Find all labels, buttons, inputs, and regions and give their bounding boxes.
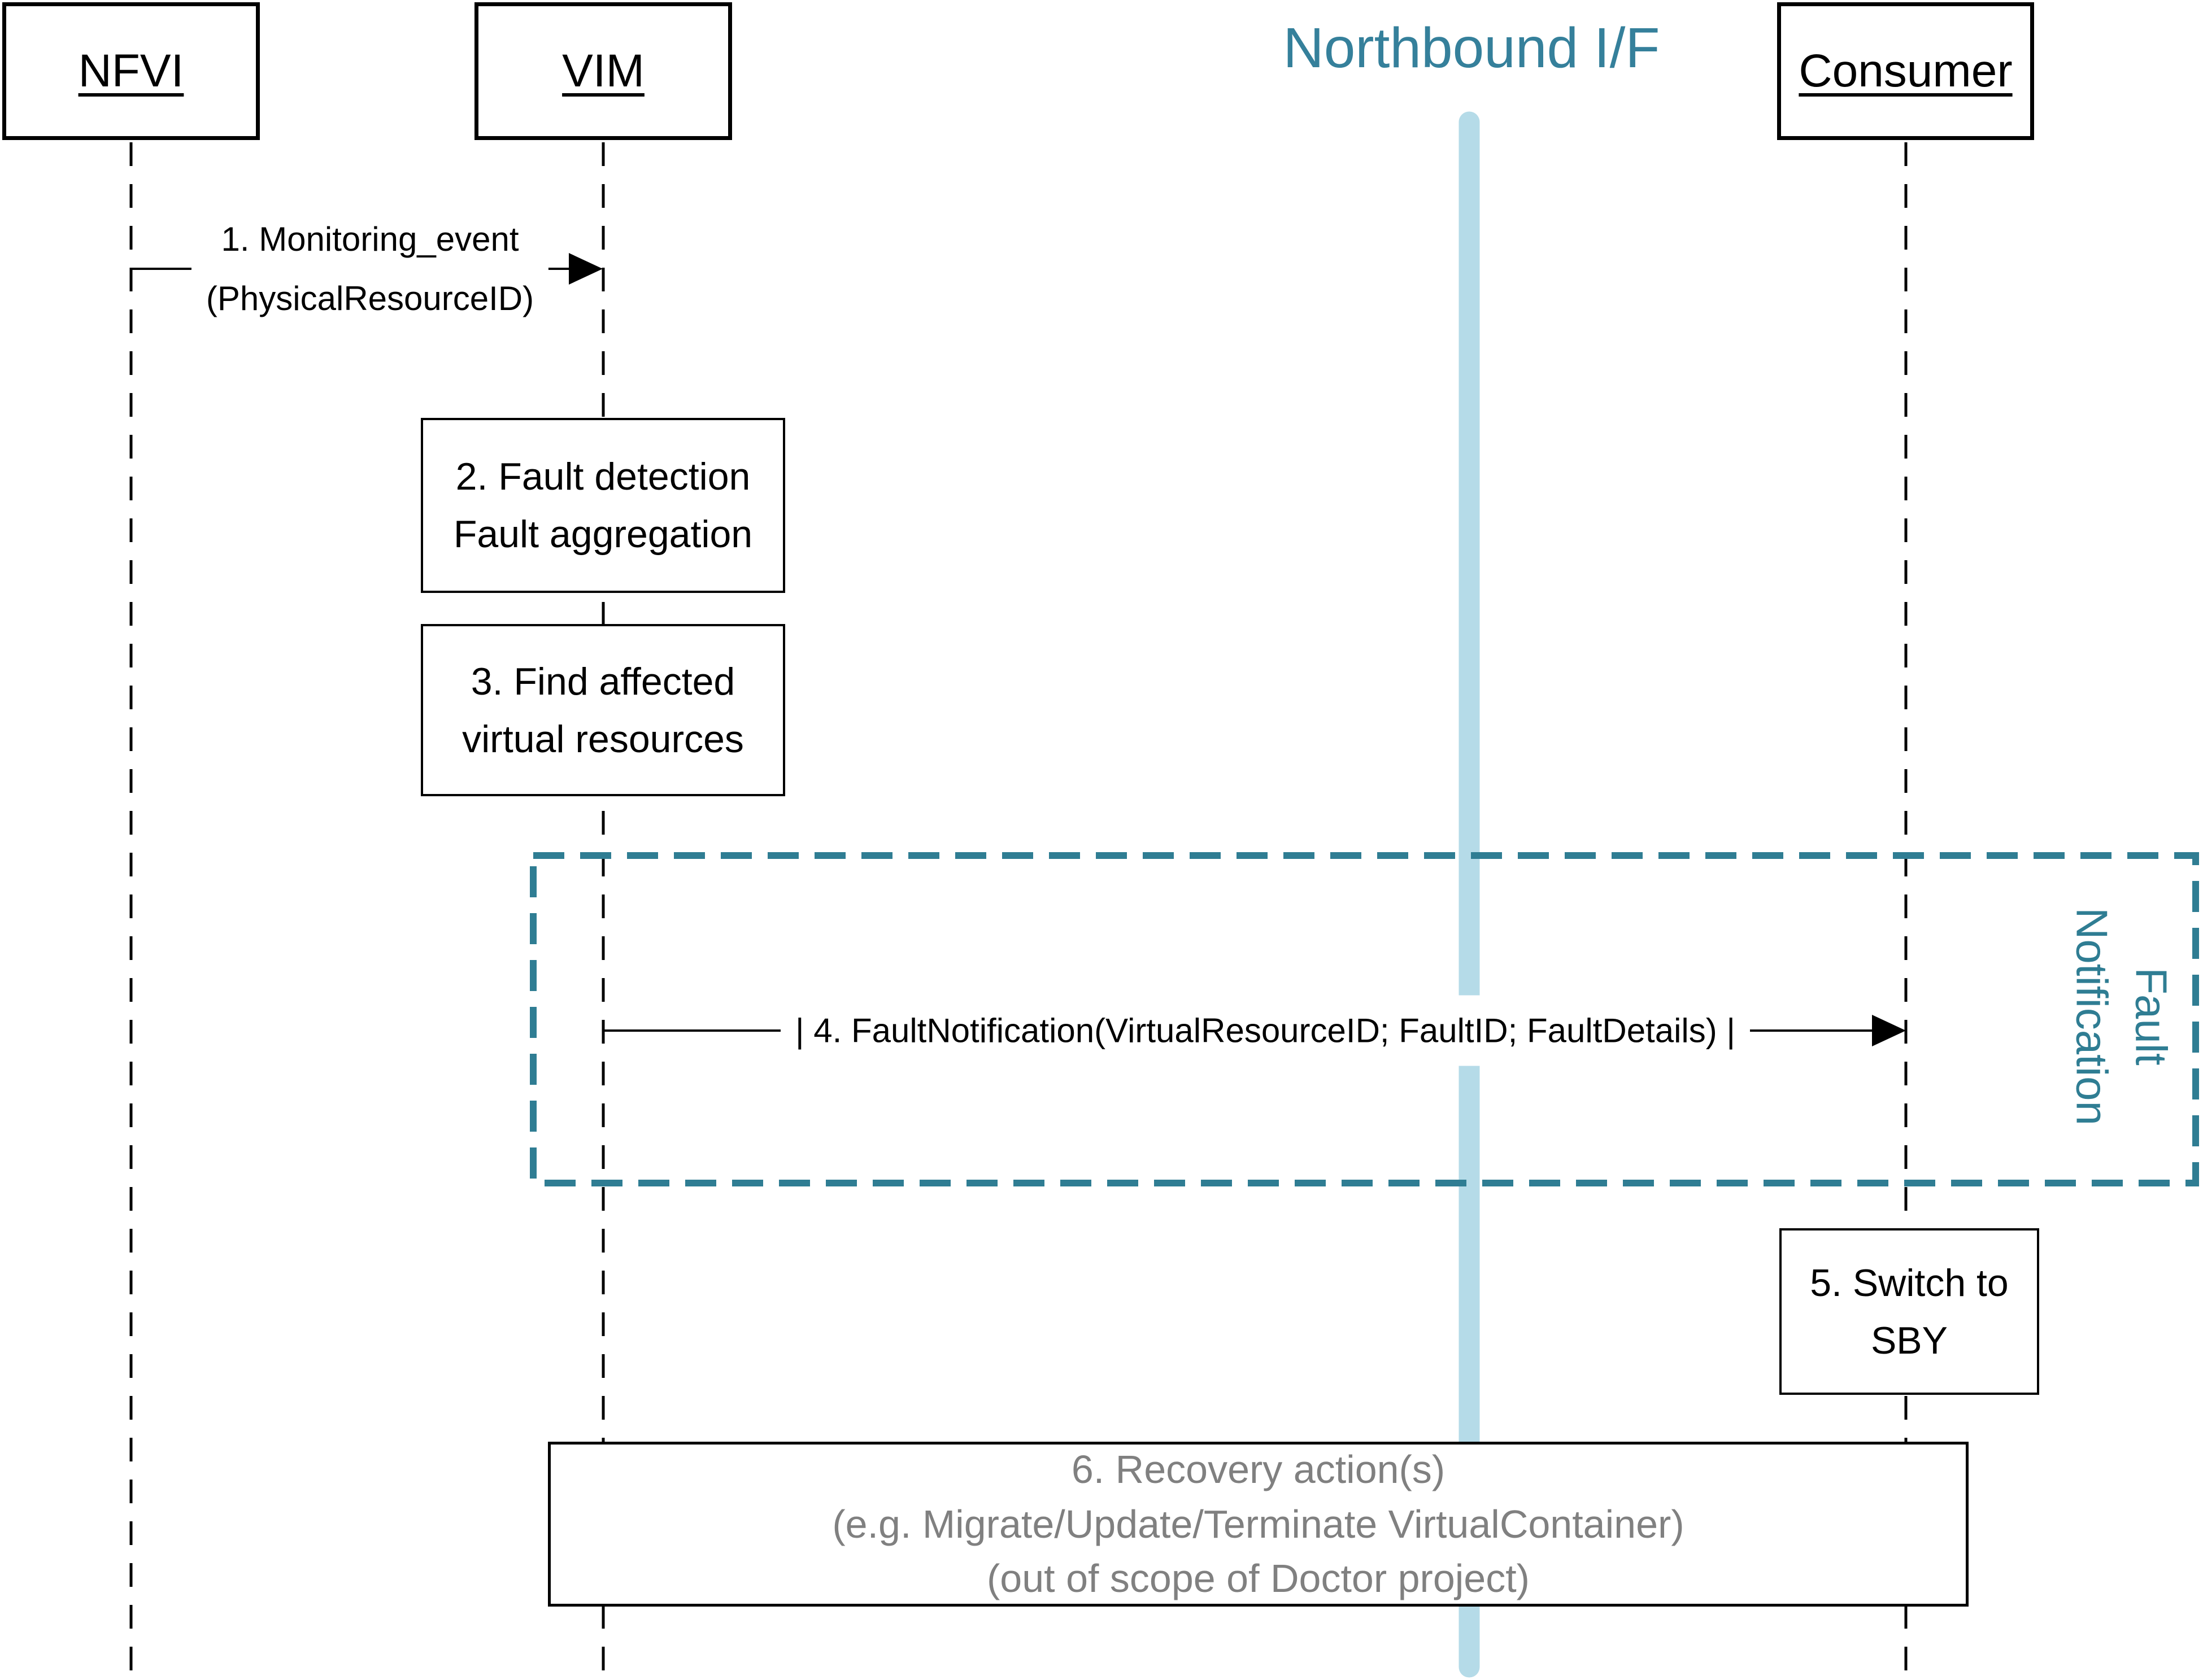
message-1-label-line2: (PhysicalResourceID) <box>206 280 534 317</box>
activity-5-line1: 5. Switch to <box>1810 1261 2009 1304</box>
activity-3-line1: 3. Find affected <box>471 660 735 703</box>
message-1-arrowhead-icon <box>569 253 603 285</box>
northbound-interface-title: Northbound I/F <box>1283 16 1660 80</box>
activity-box-switch-to-sby: 5. Switch to SBY <box>1779 1228 2039 1395</box>
activity-box-find-affected: 3. Find affected virtual resources <box>421 624 785 796</box>
actor-label-vim: VIM <box>562 45 645 97</box>
message-1-label: 1. Monitoring_event (PhysicalResourceID) <box>191 194 549 344</box>
recovery-line1: 6. Recovery action(s) <box>1071 1447 1446 1492</box>
activity-box-fault-detection: 2. Fault detection Fault aggregation <box>421 418 785 593</box>
actor-box-consumer: Consumer <box>1777 2 2034 140</box>
recovery-line2: (e.g. Migrate/Update/Terminate VirtualCo… <box>832 1502 1684 1546</box>
actor-label-consumer: Consumer <box>1799 45 2013 97</box>
activity-5-line2: SBY <box>1870 1319 1948 1362</box>
fault-notification-frame-label: Fault Notification <box>2062 907 2181 1125</box>
recovery-line3: (out of scope of Doctor project) <box>987 1556 1530 1601</box>
actor-box-nfvi: NFVI <box>2 2 260 140</box>
frame-label-line1: Fault <box>2126 967 2176 1066</box>
message-1-label-line1: 1. Monitoring_event <box>221 220 519 258</box>
activity-2-line1: 2. Fault detection <box>455 455 751 498</box>
activity-2-line2: Fault aggregation <box>453 513 753 556</box>
message-4-arrowhead-icon <box>1872 1015 1906 1046</box>
recovery-actions-box: 6. Recovery action(s) (e.g. Migrate/Upda… <box>548 1442 1969 1607</box>
actor-label-nfvi: NFVI <box>78 45 184 97</box>
message-4-label: | 4. FaultNotification(VirtualResourceID… <box>780 995 1751 1066</box>
actor-box-vim: VIM <box>474 2 732 140</box>
fault-notification-frame <box>530 852 2199 1186</box>
activity-3-line2: virtual resources <box>462 717 744 761</box>
frame-label-line2: Notification <box>2067 907 2117 1125</box>
